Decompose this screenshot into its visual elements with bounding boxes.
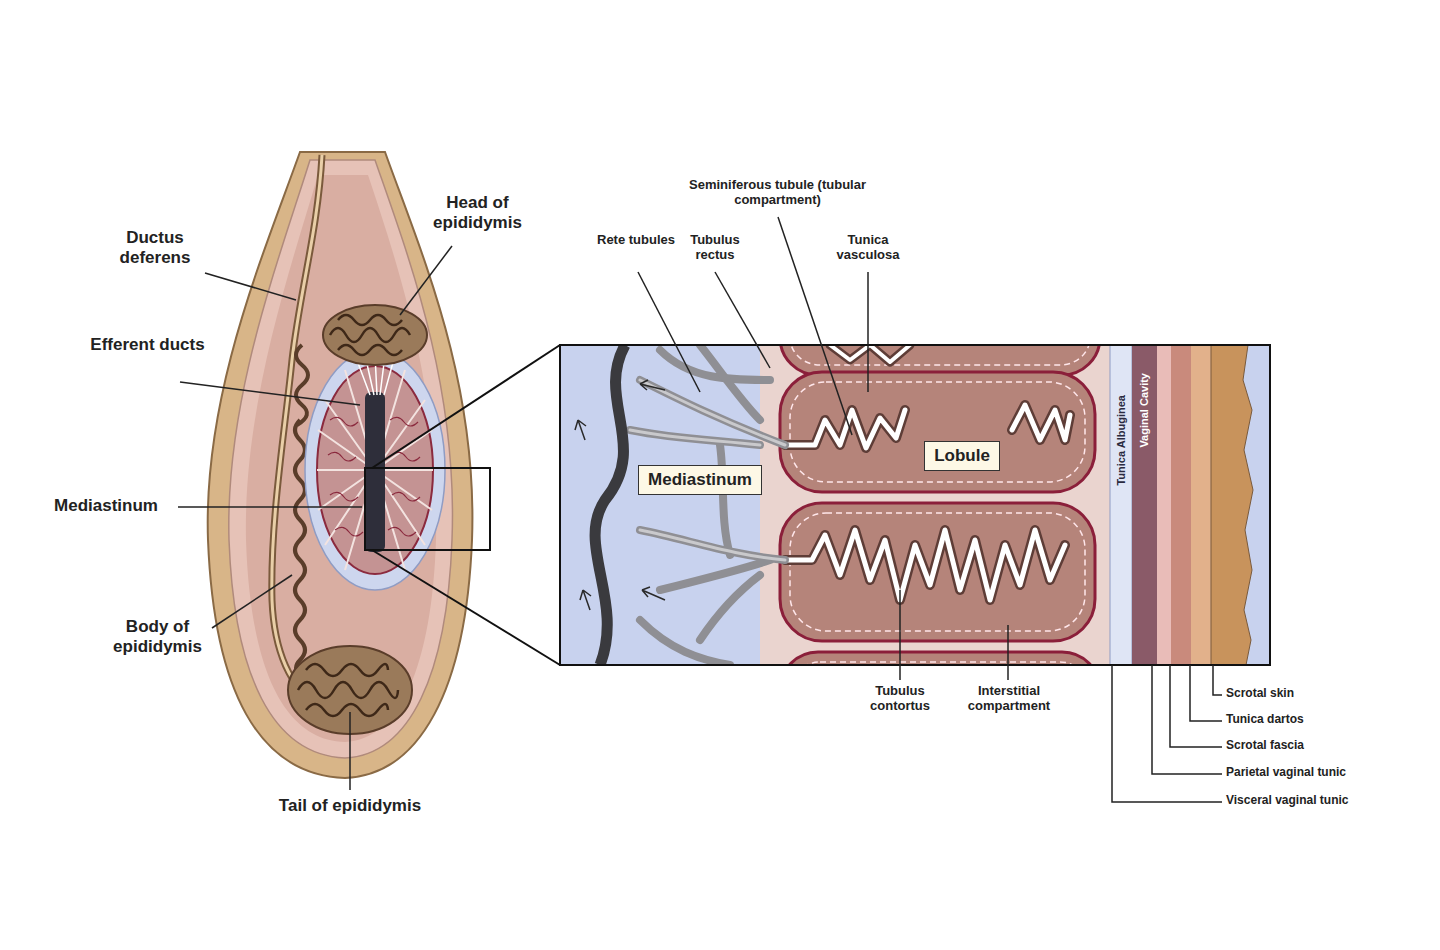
part-label: Body of epididymis [95,617,220,656]
label-box: Lobule [924,441,1000,471]
part-label: Mediastinum [36,496,176,516]
part-label: Scrotal skin [1226,687,1426,701]
part-label: Scrotal fascia [1226,739,1426,753]
part-label: Head of epididymis [415,193,540,232]
part-label: Interstitial compartment [945,684,1073,714]
part-label: Visceral vaginal tunic [1226,794,1426,808]
part-label: Tunica vasculosa [824,233,912,263]
box-text: Mediastinum [648,470,752,489]
part-label: Seminiferous tubule (tubular compartment… [665,178,890,208]
layer-label: Tunica Albuginea [1115,395,1128,485]
part-label: Ductus deferens [95,228,215,267]
part-label: Efferent ducts [90,335,205,355]
part-label: Parietal vaginal tunic [1226,766,1426,780]
part-label: Tunica dartos [1226,713,1426,727]
box-text: Lobule [934,446,990,465]
part-label: Rete tubules [597,233,675,248]
label-box: Mediastinum [638,465,762,495]
part-label: Tail of epididymis [245,796,455,816]
part-label: Tubulus contortus [850,684,950,714]
part-label: Tubulus rectus [676,233,754,263]
layer-label: Vaginal Cavity [1138,373,1151,448]
